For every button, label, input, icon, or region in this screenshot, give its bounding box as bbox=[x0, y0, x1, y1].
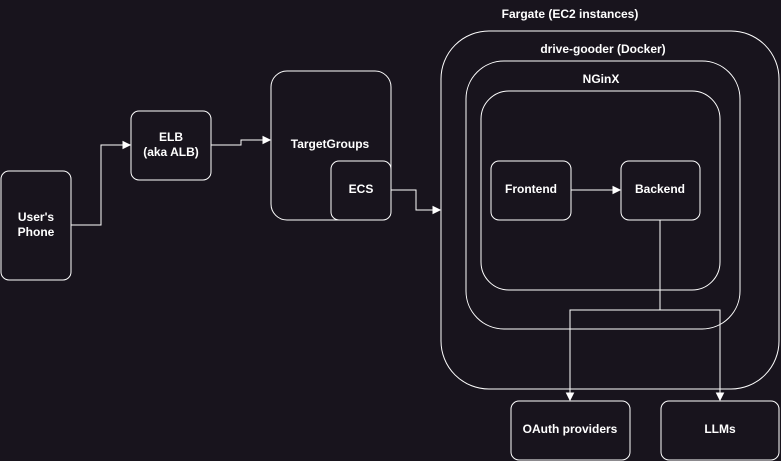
elb-label-line2: (aka ALB) bbox=[143, 145, 199, 159]
docker-label: drive-gooder (Docker) bbox=[540, 42, 665, 56]
arrowhead-backend bbox=[612, 185, 622, 195]
users-phone-label-line2: Phone bbox=[18, 225, 55, 239]
elb-node bbox=[130, 110, 212, 181]
edge-ecs-to-fargate bbox=[391, 189, 434, 211]
arrowhead-targetgroups bbox=[262, 135, 272, 145]
arrowhead-elb bbox=[122, 140, 132, 150]
docker-container bbox=[465, 60, 741, 330]
nginx-container bbox=[480, 90, 721, 291]
frontend-node bbox=[490, 160, 572, 221]
nginx-label: NGinX bbox=[583, 72, 620, 86]
backend-label: Backend bbox=[635, 182, 685, 196]
edge-phone-to-elb bbox=[71, 144, 124, 226]
edge-elb-to-targetgroups bbox=[211, 139, 264, 146]
ecs-label: ECS bbox=[349, 182, 374, 196]
llms-node bbox=[660, 400, 780, 461]
oauth-providers-node bbox=[510, 400, 631, 461]
oauth-providers-label: OAuth providers bbox=[523, 422, 618, 436]
arrowhead-fargate bbox=[432, 205, 442, 215]
targetgroups-label: TargetGroups bbox=[291, 137, 370, 151]
arrowhead-llms bbox=[715, 392, 725, 402]
backend-node bbox=[620, 160, 701, 221]
users-phone-label-line1: User's bbox=[18, 210, 55, 224]
frontend-label: Frontend bbox=[505, 182, 557, 196]
users-phone-node bbox=[0, 170, 72, 281]
arrowhead-oauth bbox=[565, 392, 575, 402]
fargate-label: Fargate (EC2 instances) bbox=[502, 7, 639, 21]
edge-backend-to-llms bbox=[660, 309, 721, 394]
llms-label: LLMs bbox=[704, 422, 736, 436]
edge-backend-to-oauth bbox=[569, 220, 661, 394]
elb-label-line1: ELB bbox=[159, 130, 183, 144]
ecs-node bbox=[330, 160, 392, 221]
